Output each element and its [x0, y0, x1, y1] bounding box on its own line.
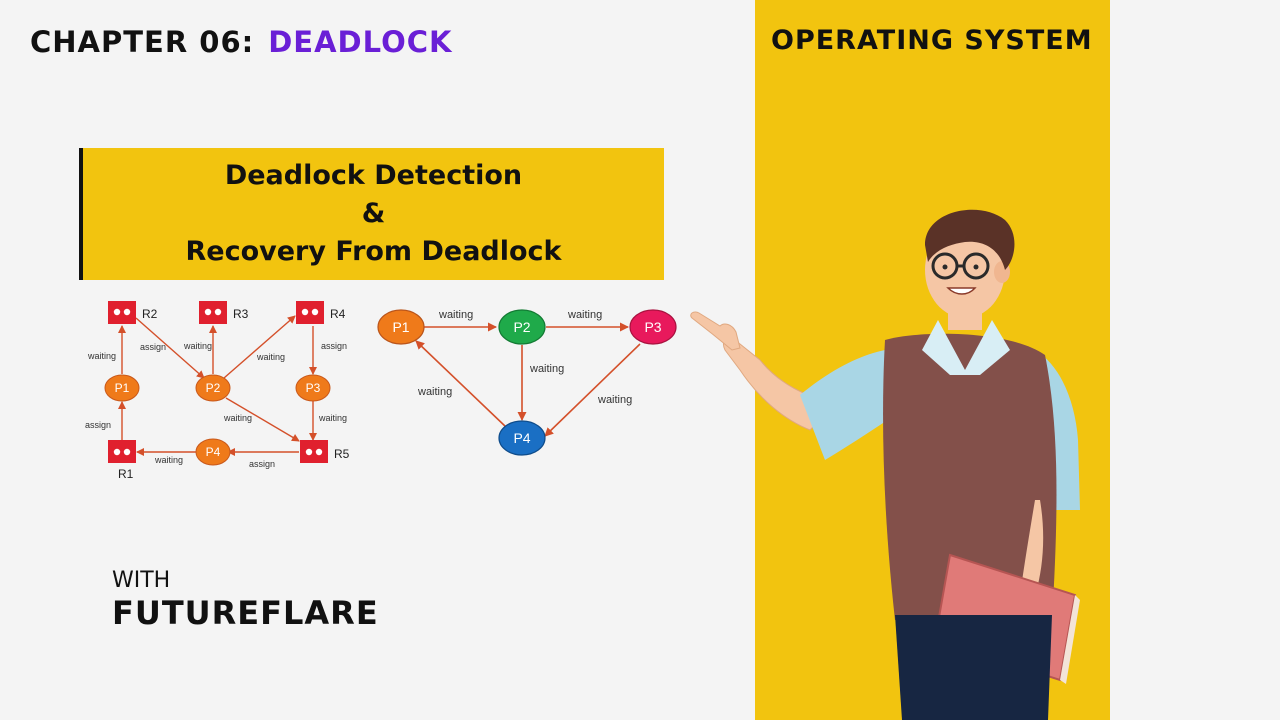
resource-r1: R1 — [108, 440, 136, 481]
resource-r1-label: R1 — [118, 467, 134, 481]
brand-name: FUTUREFLARE — [112, 594, 379, 632]
left-sleeve — [800, 350, 910, 460]
trousers — [895, 615, 1052, 720]
label-p2-p3: waiting — [567, 309, 602, 321]
wfg-node-p1-label: P1 — [392, 319, 409, 335]
label-p1-r2: waiting — [87, 351, 116, 361]
label-r1-p1: assign — [85, 420, 111, 430]
resource-r5-label: R5 — [334, 447, 350, 461]
wfg-node-p4: P4 — [498, 420, 546, 456]
edge-p4-p1 — [415, 340, 507, 428]
edge-p3-p4 — [544, 343, 641, 437]
glasses-icon — [931, 252, 990, 280]
label-r2-p2: assign — [140, 342, 166, 352]
resource-r3: R3 — [199, 301, 249, 324]
process-p2: P2 — [195, 374, 231, 402]
wfg-node-p2: P2 — [498, 309, 546, 345]
wfg-node-p2-label: P2 — [513, 319, 530, 335]
shirt-collar — [922, 320, 1010, 375]
pointing-hand — [690, 311, 741, 351]
label-r5-p4: assign — [249, 459, 275, 469]
wfg-node-p4-label: P4 — [513, 430, 530, 446]
process-p2-label: P2 — [206, 381, 221, 395]
resource-r4: R4 — [296, 301, 346, 324]
wait-for-graph: waiting waiting waiting waiting waiting … — [377, 309, 677, 456]
subject-title: OPERATING SYSTEM — [771, 25, 1093, 56]
label-p2-r3: waiting — [183, 341, 212, 351]
edge-p2-r4 — [223, 315, 296, 379]
label-p3-p4: waiting — [597, 394, 632, 406]
label-p1-p2: waiting — [438, 309, 473, 321]
edge-p2-r5 — [225, 397, 300, 442]
label-p2-r5: waiting — [223, 413, 252, 423]
banner-line-1: Deadlock Detection — [224, 160, 523, 191]
label-r4-p3: assign — [321, 341, 347, 351]
process-p3-label: P3 — [306, 381, 321, 395]
process-p4: P4 — [195, 438, 231, 466]
with-label: WITH — [112, 568, 171, 593]
resource-r2: R2 — [108, 301, 158, 324]
wfg-node-p3: P3 — [629, 309, 677, 345]
resource-allocation-graph: waiting assign waiting waiting assign wa… — [85, 301, 350, 481]
process-p4-label: P4 — [206, 445, 221, 459]
hair — [925, 209, 1015, 270]
resource-r5: R5 — [300, 440, 350, 463]
wfg-node-p3-label: P3 — [644, 319, 661, 335]
label-p3-r5: waiting — [318, 413, 347, 423]
process-p3: P3 — [295, 374, 331, 402]
resource-r4-label: R4 — [330, 307, 346, 321]
topic-banner: Deadlock Detection & Recovery From Deadl… — [79, 148, 664, 280]
chapter-topic: DEADLOCK — [268, 25, 453, 59]
process-p1: P1 — [104, 374, 140, 402]
edge-r2-p2 — [135, 317, 205, 379]
banner-line-3: Recovery From Deadlock — [185, 236, 562, 267]
banner-line-2: & — [361, 198, 386, 229]
label-p4-r1: waiting — [154, 455, 183, 465]
resource-r3-label: R3 — [233, 307, 249, 321]
chapter-heading: CHAPTER 06: DEADLOCK — [30, 25, 453, 59]
label-p2-p4: waiting — [529, 363, 564, 375]
label-p4-p1: waiting — [417, 386, 452, 398]
wfg-node-p1: P1 — [377, 309, 425, 345]
process-p1-label: P1 — [115, 381, 130, 395]
chapter-label: CHAPTER 06: — [30, 25, 255, 59]
label-p2-r4: waiting — [256, 352, 285, 362]
resource-r2-label: R2 — [142, 307, 158, 321]
presenter-illustration — [690, 209, 1080, 720]
vest — [883, 333, 1057, 620]
smile — [946, 287, 977, 295]
